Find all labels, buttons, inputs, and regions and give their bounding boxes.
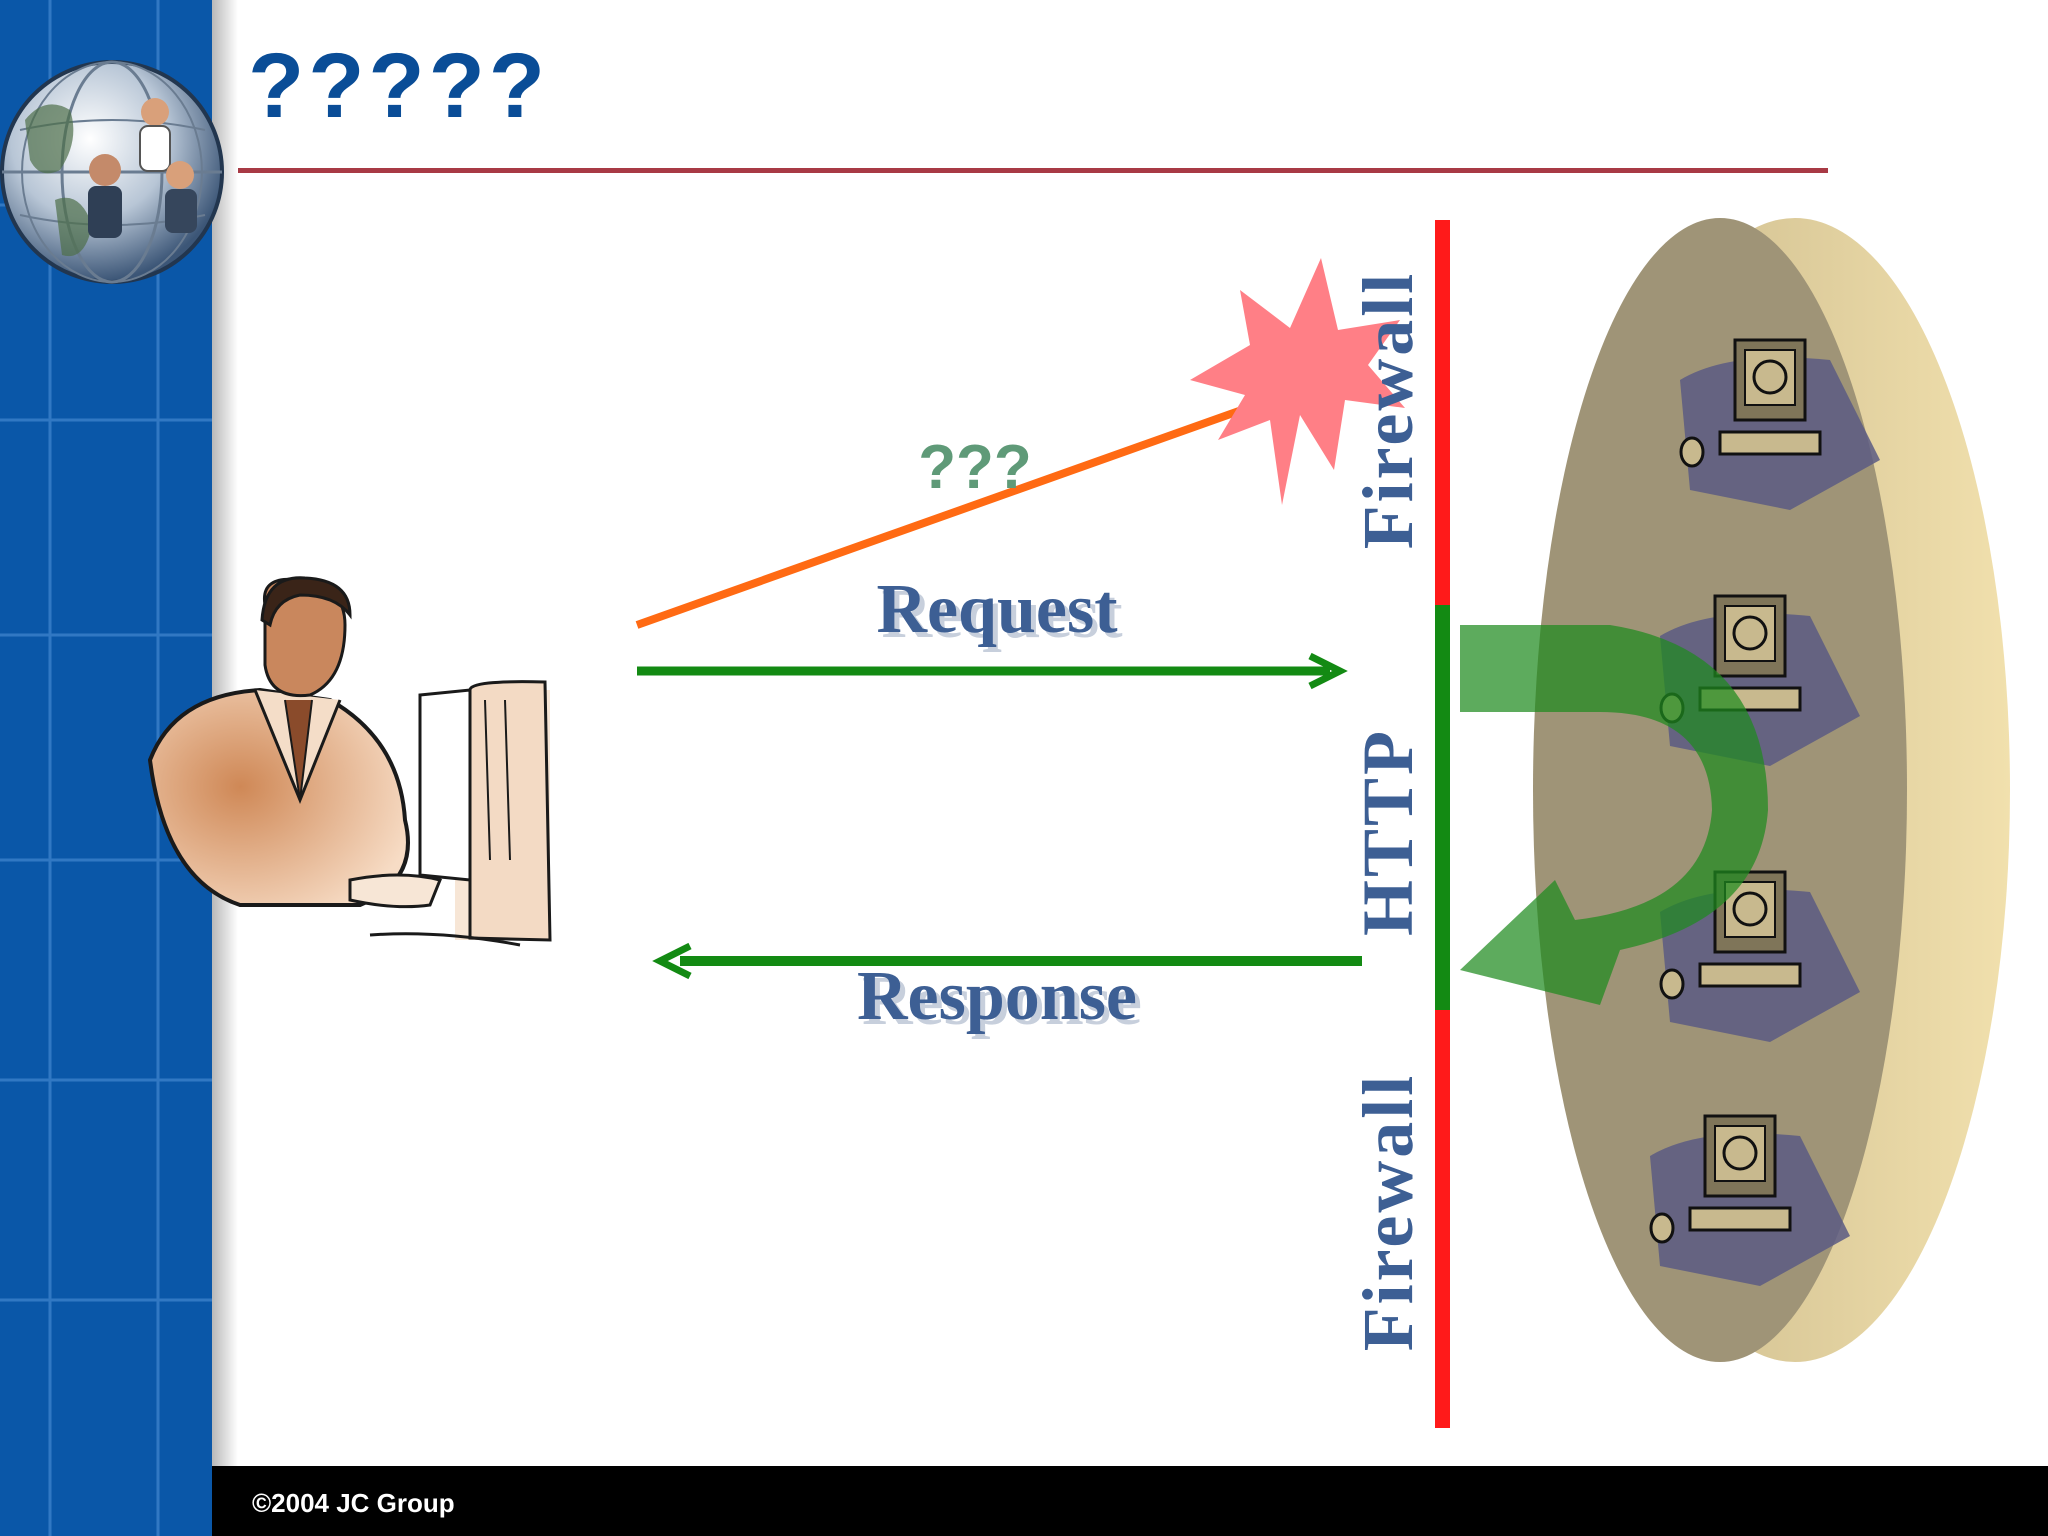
- server-computer-icon: [1679, 338, 1880, 510]
- title-divider: [238, 168, 1828, 173]
- server-computer-icon: [1649, 1114, 1850, 1286]
- burst-icon: [1190, 258, 1405, 505]
- firewall-bottom-bar: [1435, 1010, 1450, 1428]
- blocked-label: ???: [918, 433, 1032, 502]
- server-computer-icon: [1659, 870, 1860, 1042]
- slide-title: ?????: [248, 35, 549, 137]
- request-arrow: [637, 652, 1348, 690]
- firewall-top-bar: [1435, 220, 1450, 605]
- request-label-shadow: Request: [881, 576, 1122, 653]
- server-flow-arrow: [1460, 625, 1768, 1005]
- server-cluster: [1460, 218, 2010, 1362]
- footer-copyright: ©2004 JC Group: [252, 1488, 455, 1518]
- footer-bar: ©2004 JC Group: [212, 1466, 2048, 1536]
- globe-people-logo: [0, 60, 224, 284]
- http-label: HTTP: [1348, 728, 1428, 936]
- firewall-top-label: Firewall: [1348, 271, 1428, 550]
- request-label: Request: [876, 571, 1117, 648]
- response-label: Response: [857, 958, 1137, 1035]
- firewall-bottom-label: Firewall: [1348, 1073, 1428, 1352]
- user-at-computer-icon: [147, 576, 552, 947]
- http-bar: [1435, 605, 1450, 1010]
- response-label-shadow: Response: [862, 963, 1142, 1040]
- response-arrow: [652, 942, 1362, 980]
